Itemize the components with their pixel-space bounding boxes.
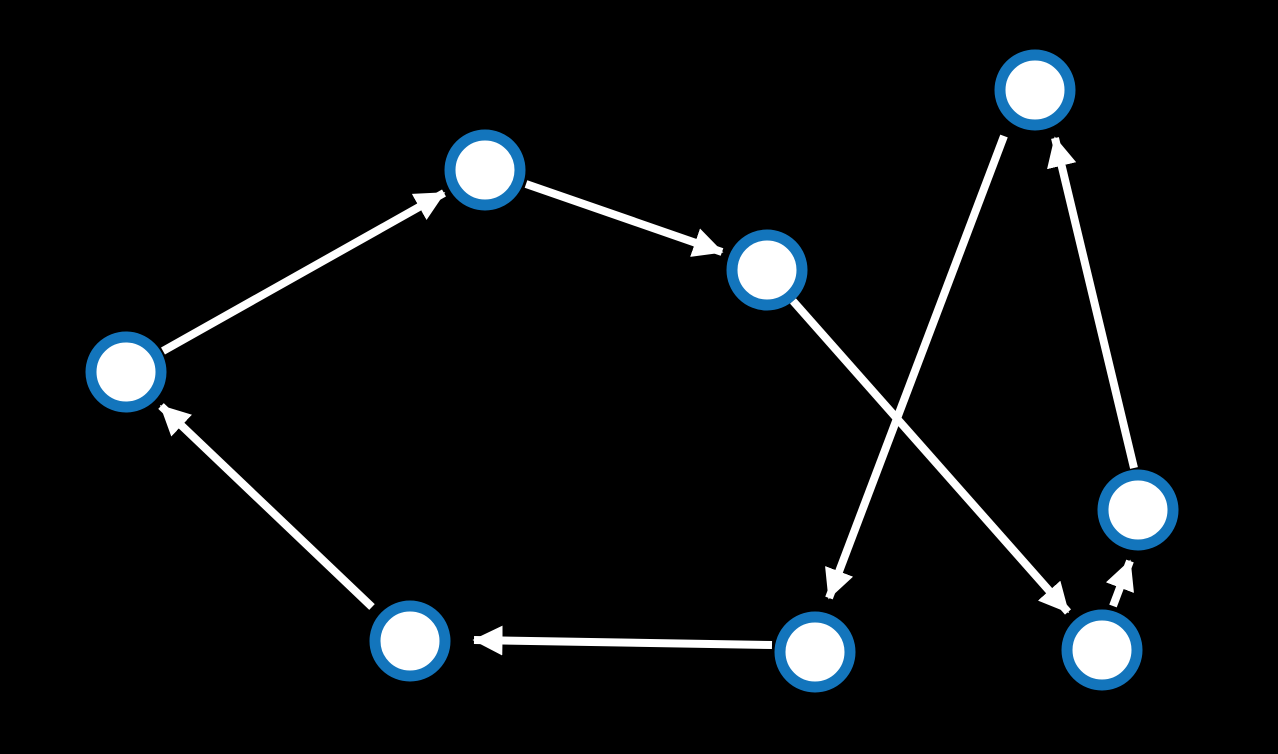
node-bottom-left	[369, 600, 451, 682]
node-bottom-middle	[774, 611, 856, 693]
node-middle	[726, 229, 808, 311]
edge-right-to-top-right	[1047, 136, 1138, 469]
edge-left-to-upper-middle	[161, 189, 446, 355]
edge-bottom-right-to-right	[1105, 559, 1134, 608]
edge-middle-to-bottom-right	[790, 298, 1071, 615]
edge-top-right-to-bottom-middle	[825, 134, 1008, 600]
node-left	[85, 331, 167, 413]
node-top-right	[994, 49, 1076, 131]
node-bottom-right	[1061, 609, 1143, 691]
node-right	[1097, 469, 1179, 551]
edge-upper-middle-to-middle	[524, 180, 724, 257]
edge-bottom-left-to-left	[158, 403, 375, 610]
edge-bottom-middle-to-bottom-left	[472, 625, 773, 656]
node-upper-middle	[444, 129, 526, 211]
